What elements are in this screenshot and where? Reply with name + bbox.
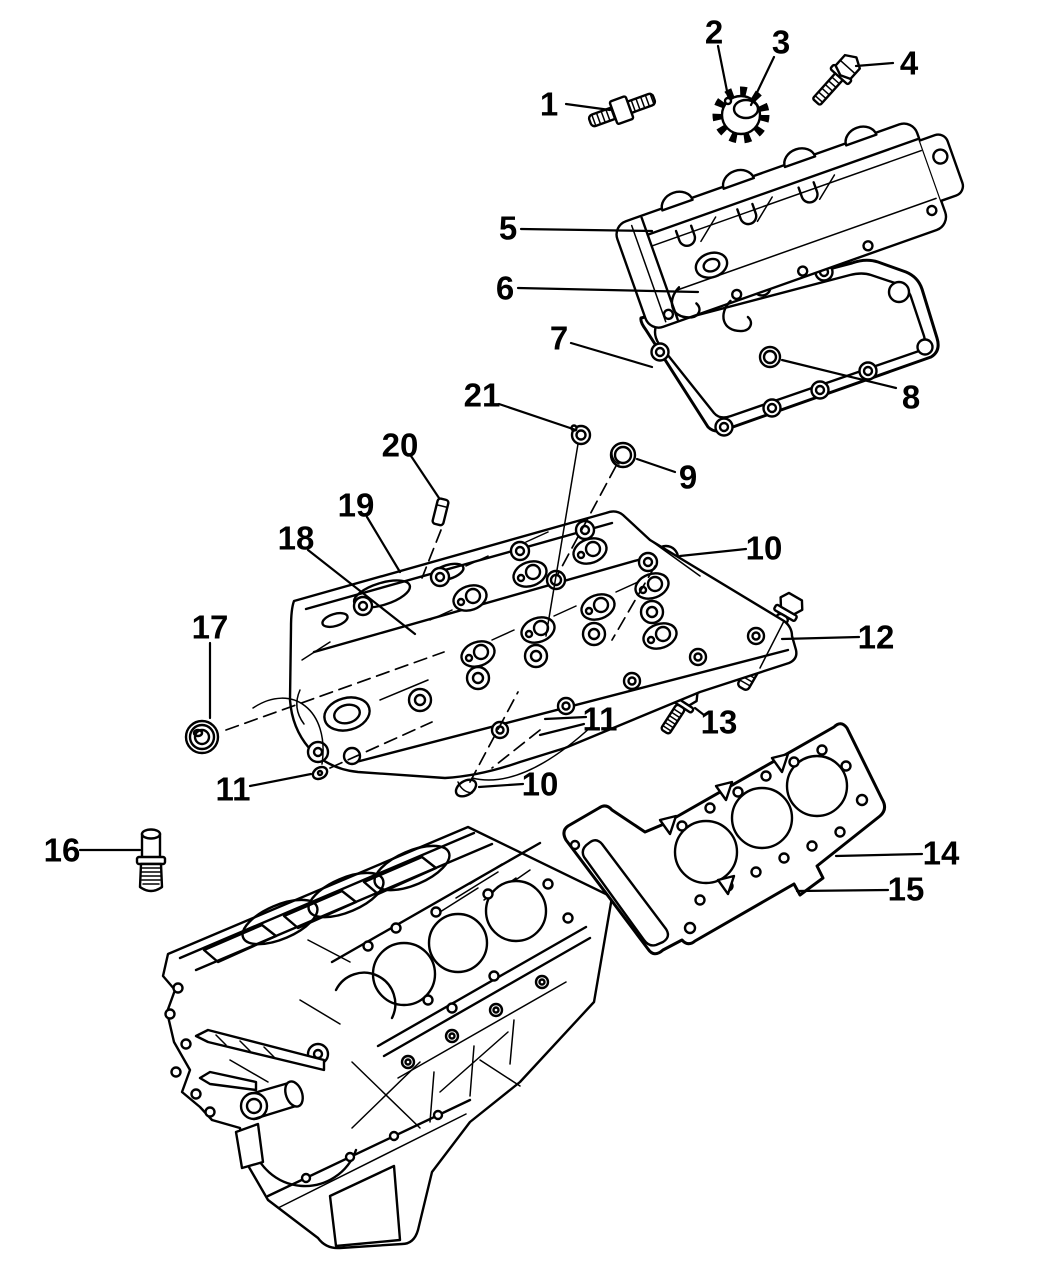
alignment-dash-lines [225,465,656,783]
callout-leader-10 [477,782,525,789]
callout-leader-9 [635,457,677,474]
lash-adjuster-21-drawing [570,424,592,446]
callout-leader-6 [516,286,700,294]
callout-leader-18 [306,548,417,636]
callout-leader-8 [780,358,898,390]
callout-number-8: 8 [902,379,920,416]
hex-bolt-4-drawing [812,53,861,106]
callout-number-13: 13 [701,704,738,741]
callout-number-20: 20 [382,427,419,464]
callout-number-12: 12 [858,619,895,656]
callout-leader-11 [543,715,588,721]
callout-number-10: 10 [522,766,559,803]
seal-17-drawing [184,719,220,755]
callout-leader-10 [678,547,748,558]
callout-number-3: 3 [772,24,790,61]
callout-number-14: 14 [923,835,960,872]
callout-number-16: 16 [44,832,81,869]
callout-number-17: 17 [192,609,229,646]
oil-filler-cap-drawing [712,86,770,144]
threaded-plug-16-drawing [135,828,167,893]
callout-leader-1 [564,102,612,112]
callout-leader-14 [834,852,924,858]
cup-plug-10b-drawing [454,778,478,798]
callout-number-9: 9 [679,459,697,496]
head-gasket-drawing [562,722,887,956]
callout-number-6: 6 [496,270,514,307]
valve-cover-drawing [615,122,965,333]
callout-number-11: 11 [216,771,251,808]
callout-number-11: 11 [583,701,618,738]
callout-leader-21 [497,402,578,432]
callout-leader-11 [248,772,313,788]
callout-leader-5 [519,227,654,233]
seal-11-left-drawing [311,765,329,781]
callout-leader-13 [693,706,706,717]
callout-number-2: 2 [705,14,723,51]
callout-number-18: 18 [278,520,315,557]
callout-number-7: 7 [550,320,568,357]
stud-bolt-1-drawing [587,92,657,128]
callout-number-19: 19 [338,487,375,524]
spark-plug-tube-seal-8-drawing [758,345,782,369]
callout-number-21: 21 [464,377,501,414]
callout-number-4: 4 [900,45,919,82]
dowel-pin-20-drawing [431,497,450,527]
callout-leader-7 [569,341,654,369]
callout-leader-2 [716,44,730,98]
callout-number-10: 10 [746,530,783,567]
engine-block-drawing [161,825,614,1250]
callout-leader-20 [409,454,441,500]
callout-leader-19 [365,515,402,574]
callout-leader-11 [538,722,586,737]
callout-number-15: 15 [888,871,925,908]
callout-number-5: 5 [499,210,517,247]
callout-leader-12 [780,635,861,641]
callout-leader-15 [795,888,890,893]
callout-leader-4 [854,61,895,68]
callout-number-1: 1 [540,86,558,123]
callout-leader-3 [749,55,776,107]
valve-seal-9-drawing [609,441,637,469]
cylinder-head-drawing [288,424,798,780]
